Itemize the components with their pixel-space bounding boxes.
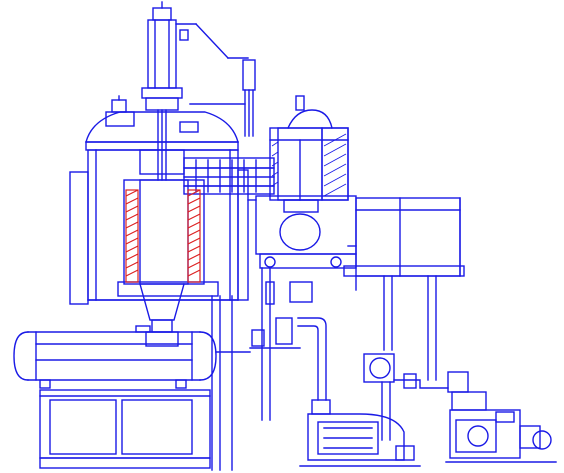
- receiver-tank: [13, 325, 251, 389]
- vacuum-pump: [299, 413, 421, 467]
- insulation-hatching: [271, 133, 347, 197]
- support-platform: [343, 197, 465, 381]
- auxiliary-mast: [189, 59, 256, 137]
- secondary-chamber: [247, 95, 357, 269]
- base-cabinet: [39, 389, 211, 469]
- hot-zone: [123, 109, 205, 347]
- frame-legs: [211, 267, 313, 471]
- heating-element: [125, 189, 201, 283]
- drive-column: [141, 1, 249, 111]
- vacuum-vessel: [69, 95, 249, 305]
- feed-tube: [183, 157, 275, 195]
- roots-pump: [445, 391, 557, 463]
